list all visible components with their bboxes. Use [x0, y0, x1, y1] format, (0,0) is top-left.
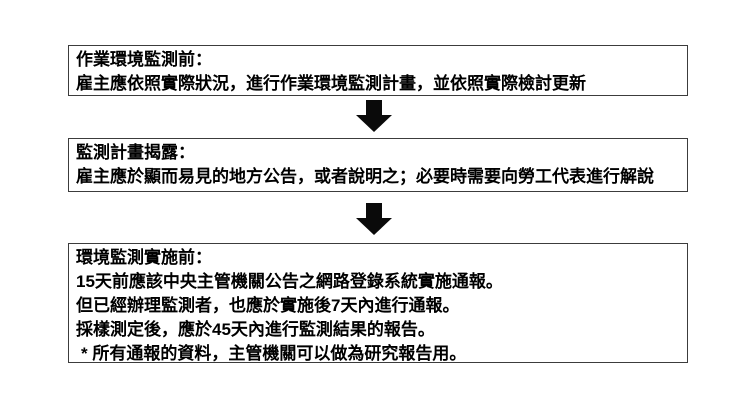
flow-box-implementation: 環境監測實施前： 15天前應該中央主管機關公告之網路登錄系統實施通報。 但已經辦… — [68, 243, 688, 363]
down-arrow-head — [356, 218, 392, 235]
box-body-line: 15天前應該中央主管機關公告之網路登錄系統實施通報。 — [76, 272, 503, 291]
flow-box-monitoring-plan: 作業環境監測前： 雇主應依照實際狀況，進行作業環境監測計畫，並依照實際檢討更新 — [68, 45, 688, 96]
box-body-line: 採樣測定後，應於45天內進行監測結果的報告。 — [76, 320, 435, 339]
box-footnote-line: * 所有通報的資料，主管機關可以做為研究報告用。 — [81, 344, 467, 363]
down-arrow-stem — [366, 100, 382, 115]
box-body-line: 但已經辦理監測者，也應於實施後7天內進行通報。 — [76, 296, 460, 315]
box-body-line: 雇主應依照實際狀況，進行作業環境監測計畫，並依照實際檢討更新 — [76, 74, 586, 93]
down-arrow-head — [356, 115, 392, 132]
box-body-line: 雇主應於顯而易見的地方公告，或者說明之；必要時需要向勞工代表進行解說 — [76, 167, 654, 186]
box-title: 作業環境監測前： — [76, 50, 212, 69]
flow-box-plan-disclosure: 監測計畫揭露： 雇主應於顯而易見的地方公告，或者說明之；必要時需要向勞工代表進行… — [68, 138, 688, 192]
down-arrow-stem — [366, 203, 382, 218]
down-arrow-1 — [356, 100, 392, 132]
down-arrow-2 — [356, 203, 392, 235]
box-title: 環境監測實施前： — [76, 248, 212, 267]
box-title: 監測計畫揭露： — [76, 143, 195, 162]
